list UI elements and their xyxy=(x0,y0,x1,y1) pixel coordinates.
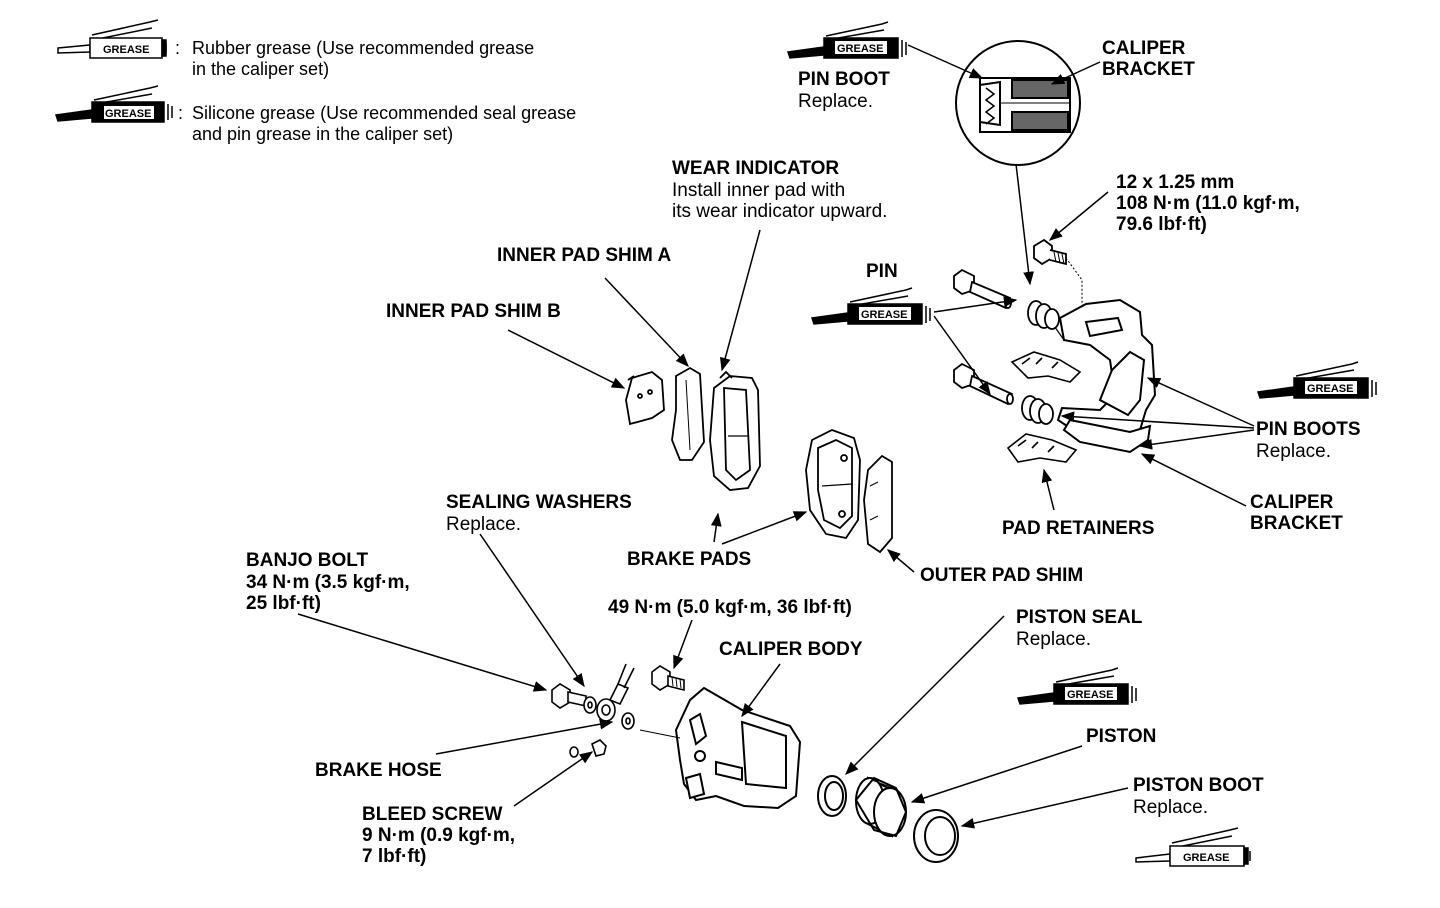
label-pad-retainers: PAD RETAINERS xyxy=(1002,518,1155,539)
svg-text:GREASE: GREASE xyxy=(1067,689,1113,701)
label-banjo-bolt-spec-2: 25 lbf·ft) xyxy=(246,593,321,614)
label-wear-indicator-line1: Install inner pad with xyxy=(672,180,846,201)
label-outer-pad-shim: OUTER PAD SHIM xyxy=(920,565,1084,586)
pin-boot-lower xyxy=(1021,395,1054,425)
rubber-grease-icon: GREASE xyxy=(57,19,167,59)
label-banjo-bolt-spec-1: 34 N·m (3.5 kgf·m, xyxy=(246,572,410,593)
outer-brake-pad xyxy=(805,429,861,540)
label-bleed-screw-spec-2: 7 lbf·ft) xyxy=(362,846,427,867)
legend-silicone-grease-line1: Silicone grease (Use recommended seal gr… xyxy=(192,103,577,123)
brake-hose-fitting xyxy=(596,663,635,722)
silicone-grease-icon: GREASE xyxy=(55,85,173,123)
label-bolt-spec-2: 108 N·m (11.0 kgf·m, xyxy=(1116,193,1300,214)
svg-text:GREASE: GREASE xyxy=(105,108,151,120)
bleed-screw xyxy=(569,739,607,758)
piston-boot-grease-icon: GREASE xyxy=(1135,827,1251,867)
legend-rubber-grease-line2: in the caliper set) xyxy=(192,59,330,79)
caliper-bracket xyxy=(1049,298,1157,454)
label-pin-boots: PIN BOOTS xyxy=(1256,419,1361,440)
legend-colon-rubber: : xyxy=(175,38,181,58)
label-piston-seal-note: Replace. xyxy=(1016,629,1091,650)
sealing-washers xyxy=(583,696,635,730)
label-pin-boots-note: Replace. xyxy=(1256,441,1331,462)
label-sealing-washers-note: Replace. xyxy=(446,514,521,535)
svg-text:GREASE: GREASE xyxy=(837,43,883,55)
outer-pad-shim xyxy=(863,454,893,554)
svg-text:GREASE: GREASE xyxy=(1307,383,1353,395)
legend-colon-silicone: : xyxy=(178,103,184,123)
inner-pad-shim-a xyxy=(671,366,705,461)
label-brake-hose: BRAKE HOSE xyxy=(315,760,442,781)
label-caliper-body: CALIPER BODY xyxy=(719,639,863,660)
pin-boot-upper xyxy=(1027,300,1060,330)
pad-retainer-upper xyxy=(1010,351,1082,383)
inner-pad-shim-b xyxy=(625,371,665,426)
label-bleed-screw: BLEED SCREW xyxy=(362,804,503,825)
label-bleed-screw-spec-1: 9 N·m (0.9 kgf·m, xyxy=(362,825,516,846)
bracket-bolt xyxy=(1033,238,1083,305)
label-banjo-bolt: BANJO BOLT xyxy=(246,550,369,571)
banjo-bolt xyxy=(551,683,587,709)
label-bolt-spec-3: 79.6 lbf·ft) xyxy=(1116,214,1207,235)
label-body-bolt-spec: 49 N·m (5.0 kgf·m, 36 lbf·ft) xyxy=(608,597,852,618)
grease-tag: GREASE xyxy=(103,44,149,56)
piston-boot xyxy=(913,809,959,863)
label-inner-pad-shim-b: INNER PAD SHIM B xyxy=(386,301,561,322)
body-bolt xyxy=(651,665,685,692)
label-wear-indicator-line2: its wear indicator upward. xyxy=(672,201,888,222)
svg-text:GREASE: GREASE xyxy=(861,309,907,321)
piston xyxy=(854,776,908,838)
label-pin-boot-top-note: Replace. xyxy=(798,91,873,112)
label-pin: PIN xyxy=(866,261,898,282)
label-piston-boot-note: Replace. xyxy=(1133,797,1208,818)
pin-boots-grease-icon: GREASE xyxy=(1257,361,1377,399)
label-bolt-spec-1: 12 x 1.25 mm xyxy=(1116,172,1235,193)
label-inner-pad-shim-a: INNER PAD SHIM A xyxy=(497,245,672,266)
pin-boot-detail-circle xyxy=(955,40,1081,166)
label-piston: PISTON xyxy=(1086,726,1157,747)
label-caliper-bracket-bottom-1: CALIPER xyxy=(1250,492,1334,513)
svg-text:GREASE: GREASE xyxy=(1183,852,1229,864)
label-piston-boot: PISTON BOOT xyxy=(1133,775,1264,796)
label-sealing-washers: SEALING WASHERS xyxy=(446,492,632,513)
label-caliper-bracket-top-1: CALIPER xyxy=(1102,38,1186,59)
piston-seal xyxy=(817,775,847,817)
legend-rubber-grease-line1: Rubber grease (Use recommended grease xyxy=(192,38,535,58)
piston-seal-grease-icon: GREASE xyxy=(1017,667,1137,705)
inner-brake-pad xyxy=(709,370,761,491)
label-wear-indicator: WEAR INDICATOR xyxy=(672,158,840,179)
leader-lines xyxy=(297,44,1255,829)
pin-boot-grease-icon: GREASE xyxy=(787,21,907,59)
label-brake-pads: BRAKE PADS xyxy=(627,549,752,570)
pin-grease-icon: GREASE xyxy=(811,287,931,325)
label-caliper-bracket-top-2: BRACKET xyxy=(1102,59,1195,80)
legend-silicone-grease-line2: and pin grease in the caliper set) xyxy=(192,124,454,144)
pad-retainer-lower xyxy=(1006,433,1078,463)
caliper-body xyxy=(674,686,802,810)
label-pin-boot-top: PIN BOOT xyxy=(798,69,890,90)
label-caliper-bracket-bottom-2: BRACKET xyxy=(1250,513,1343,534)
label-piston-seal: PISTON SEAL xyxy=(1016,607,1143,628)
